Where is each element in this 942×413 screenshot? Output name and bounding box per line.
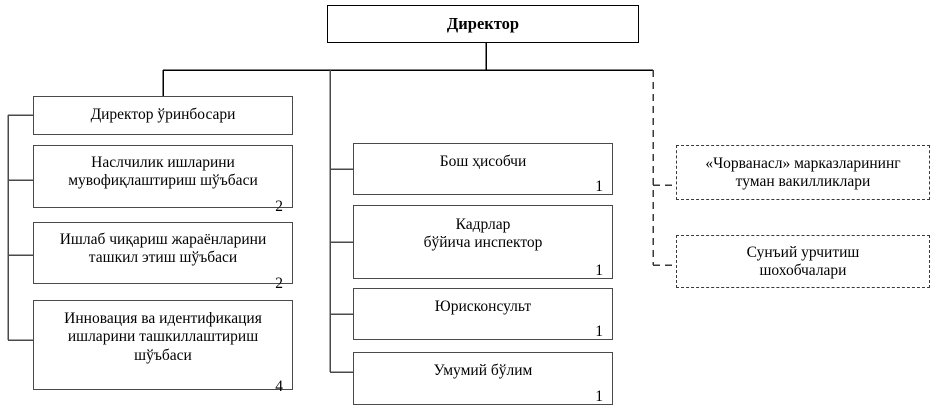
node-deputy-director-label: Директор ўринбосари (90, 106, 236, 124)
node-legal-counsel[interactable]: Юрисконсульт 1 (353, 288, 613, 340)
node-production-dept[interactable]: Ишлаб чиқариш жараёнларини ташкил этиш ш… (33, 222, 293, 292)
node-breeding-dept-label: Наслчилик ишларини мувофиқлаштириш шўъба… (68, 154, 258, 190)
node-production-dept-count: 2 (275, 274, 283, 292)
node-legal-counsel-count: 1 (595, 323, 603, 341)
node-innovation-dept-label: Инновация ва идентификация ишларини ташк… (64, 310, 262, 364)
node-general-department-count: 1 (595, 388, 603, 406)
node-production-dept-label: Ишлаб чиқариш жараёнларини ташкил этиш ш… (59, 231, 267, 267)
node-breeding-dept-count: 2 (275, 197, 283, 215)
node-hr-inspector[interactable]: Кадрлар бўйича инспектор 1 (353, 205, 613, 279)
node-director-label: Директор (446, 14, 520, 34)
node-hr-inspector-label: Кадрлар бўйича инспектор (423, 216, 543, 252)
node-innovation-dept[interactable]: Инновация ва идентификация ишларини ташк… (33, 300, 293, 395)
node-general-department[interactable]: Умумий бўлим 1 (353, 352, 613, 405)
node-chief-accountant-count: 1 (595, 178, 603, 196)
node-hr-inspector-count: 1 (595, 261, 603, 279)
node-director[interactable]: Директор (327, 5, 639, 43)
node-innovation-dept-count: 4 (275, 377, 283, 395)
node-chief-accountant[interactable]: Бош ҳисобчи 1 (353, 143, 613, 195)
node-insemination-branches[interactable]: Сунъий урчитиш шохобчалари (676, 235, 930, 288)
node-chief-accountant-label: Бош ҳисобчи (439, 153, 527, 170)
node-insemination-branches-label: Сунъий урчитиш шохобчалари (746, 244, 860, 280)
node-legal-counsel-label: Юрисконсульт (434, 298, 532, 315)
node-regional-representations[interactable]: «Чорванасл» марказларининг туман вакилли… (676, 145, 930, 200)
node-breeding-dept[interactable]: Наслчилик ишларини мувофиқлаштириш шўъба… (33, 145, 293, 215)
node-regional-representations-label: «Чорванасл» марказларининг туман вакилли… (705, 155, 901, 191)
node-deputy-director[interactable]: Директор ўринбосари (33, 96, 293, 135)
node-general-department-label: Умумий бўлим (433, 362, 533, 379)
